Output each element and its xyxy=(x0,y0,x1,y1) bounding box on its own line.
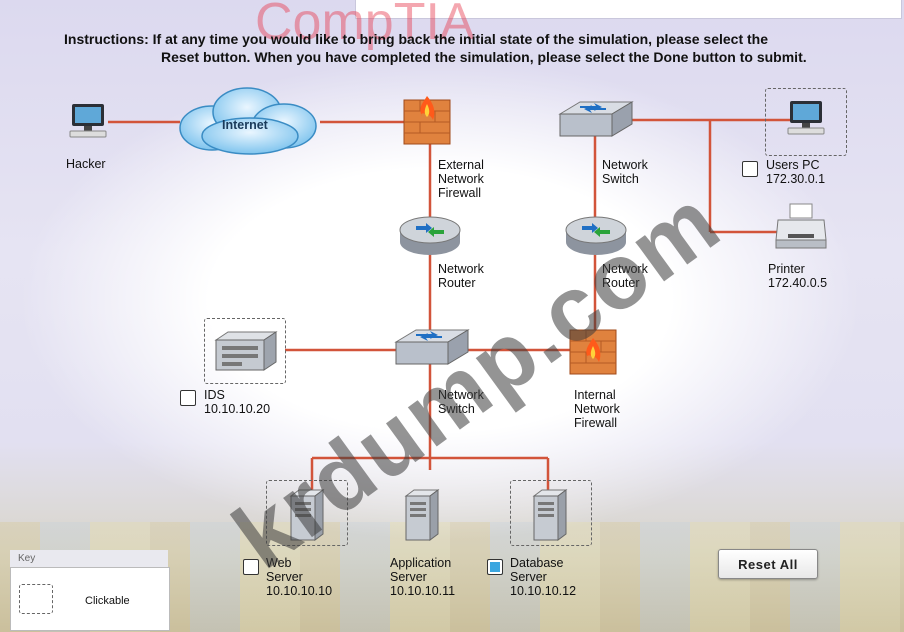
ext-fw-line1: External xyxy=(438,158,484,172)
reset-all-button[interactable]: Reset All xyxy=(718,549,818,579)
users-pc-checkbox[interactable] xyxy=(742,161,758,177)
ids-clickable-area[interactable] xyxy=(204,318,286,384)
ext-fw-line2: Network xyxy=(438,172,484,186)
web-server-label: Web Server 10.10.10.10 xyxy=(266,556,332,598)
instructions-line-1: Instructions: If at any time you would l… xyxy=(64,31,769,47)
ext-fw-line3: Firewall xyxy=(438,186,482,200)
printer-icon xyxy=(774,202,828,257)
middle-switch-label: Network Switch xyxy=(438,388,484,416)
printer-name: Printer xyxy=(768,262,805,276)
database-server-checkbox[interactable] xyxy=(487,559,503,575)
right-router-line2: Router xyxy=(602,276,640,290)
hacker-label: Hacker xyxy=(66,157,106,171)
mid-switch-line1: Network xyxy=(438,388,484,402)
mid-switch-line2: Switch xyxy=(438,402,475,416)
web-server-line1: Web xyxy=(266,556,292,570)
int-fw-line2: Network xyxy=(574,402,620,416)
int-fw-line3: Firewall xyxy=(574,416,618,430)
top-network-switch-icon xyxy=(556,98,636,149)
database-server-label: Database Server 10.10.10.12 xyxy=(510,556,576,598)
web-server-icon xyxy=(287,488,327,549)
hacker-computer-icon xyxy=(68,103,108,144)
users-pc-clickable-area[interactable] xyxy=(765,88,847,156)
middle-network-switch-icon xyxy=(392,326,472,377)
top-switch-line1: Network xyxy=(602,158,648,172)
ids-appliance-icon xyxy=(212,330,278,379)
external-firewall-label: External Network Firewall xyxy=(438,158,484,200)
right-router-label: Network Router xyxy=(602,262,648,290)
web-server-clickable-area[interactable] xyxy=(266,480,348,546)
ids-checkbox[interactable] xyxy=(180,390,196,406)
ids-label: IDS 10.10.10.20 xyxy=(204,388,270,416)
top-switch-line2: Switch xyxy=(602,172,639,186)
key-title: Key xyxy=(10,550,168,567)
int-fw-line1: Internal xyxy=(574,388,616,402)
users-pc-label: Users PC 172.30.0.1 xyxy=(766,158,825,186)
database-server-icon xyxy=(530,488,570,549)
external-firewall-icon xyxy=(400,90,456,155)
users-pc-name: Users PC xyxy=(766,158,820,172)
app-server-ip: 10.10.10.11 xyxy=(390,584,456,598)
internet-label: Internet xyxy=(222,118,268,132)
web-server-line2: Server xyxy=(266,570,303,584)
application-server-icon xyxy=(402,488,442,549)
internet-cloud-icon xyxy=(172,80,327,165)
printer-ip: 172.40.0.5 xyxy=(768,276,828,290)
web-server-checkbox[interactable] xyxy=(243,559,259,575)
app-server-line1: Application xyxy=(390,556,452,570)
app-server-line2: Server xyxy=(390,570,427,584)
instructions-line-2: Reset button. When you have completed th… xyxy=(161,49,807,65)
left-router-line1: Network xyxy=(438,262,484,276)
top-tab-strip xyxy=(355,0,902,19)
internal-firewall-icon xyxy=(566,320,622,385)
left-network-router-icon xyxy=(398,212,462,263)
users-pc-computer-icon xyxy=(786,100,826,141)
key-panel: Clickable xyxy=(10,567,170,631)
database-server-clickable-area[interactable] xyxy=(510,480,592,546)
web-server-ip: 10.10.10.10 xyxy=(266,584,333,598)
left-router-label: Network Router xyxy=(438,262,484,290)
right-router-line1: Network xyxy=(602,262,648,276)
ids-name: IDS xyxy=(204,388,225,402)
db-server-ip: 10.10.10.12 xyxy=(510,584,577,598)
users-pc-ip: 172.30.0.1 xyxy=(766,172,826,186)
right-network-router-icon xyxy=(564,212,628,263)
key-clickable-label: Clickable xyxy=(85,595,130,607)
printer-label: Printer 172.40.0.5 xyxy=(768,262,827,290)
instructions-text: Instructions: If at any time you would l… xyxy=(64,30,864,66)
db-server-line1: Database xyxy=(510,556,564,570)
key-clickable-swatch xyxy=(19,584,53,614)
ids-ip: 10.10.10.20 xyxy=(204,402,271,416)
application-server-label: Application Server 10.10.10.11 xyxy=(390,556,455,598)
left-router-line2: Router xyxy=(438,276,476,290)
top-switch-label: Network Switch xyxy=(602,158,648,186)
internal-firewall-label: Internal Network Firewall xyxy=(574,388,620,430)
db-server-line2: Server xyxy=(510,570,547,584)
